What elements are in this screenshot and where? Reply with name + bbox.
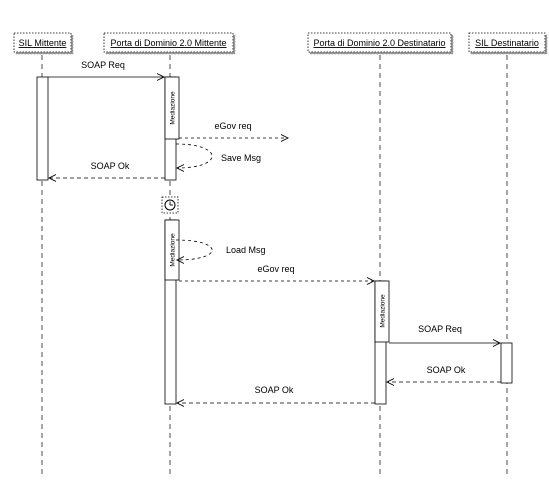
message-label-save-msg: Save Msg [221, 153, 261, 163]
message-label-soap-ok-1: SOAP Ok [91, 161, 130, 171]
message-load-msg: Load Msg [176, 239, 266, 260]
participant-label-pdd-mittente: Porta di Dominio 2.0 Mittente [110, 38, 226, 48]
message-label-soap-ok-3: SOAP Ok [255, 385, 294, 395]
message-save-msg: Save Msg [176, 143, 261, 168]
message-soap-ok-2: SOAP Ok [387, 365, 501, 382]
message-label-soap-req-1: SOAP Req [81, 60, 125, 70]
participant-label-sil-mittente: SIL Mittente [19, 38, 67, 48]
message-label-egov-req-2: eGov req [257, 264, 294, 274]
participant-sil-destinatario: SIL Destinatario [468, 32, 546, 53]
message-soap-ok-3: SOAP Ok [177, 385, 375, 403]
activation-mediazione-3 [374, 280, 390, 343]
mediazione-label-2: Mediazione [170, 233, 177, 267]
activation-sil-destinatario [500, 342, 513, 384]
clock-icon [161, 196, 179, 214]
activation-sil-mittente [36, 76, 49, 181]
message-soap-req-2: SOAP Req [389, 324, 500, 343]
participant-sil-mittente: SIL Mittente [13, 32, 72, 53]
message-label-load-msg: Load Msg [226, 245, 266, 255]
mediazione-label-1: Mediazione [170, 91, 177, 125]
message-egov-req-2: eGov req [179, 264, 374, 281]
message-label-soap-ok-2: SOAP Ok [427, 365, 466, 375]
participant-label-sil-destinatario: SIL Destinatario [475, 38, 539, 48]
message-soap-req-1: SOAP Req [48, 60, 164, 77]
participant-pdd-destinatario: Porta di Dominio 2.0 Destinatario [307, 32, 452, 53]
message-egov-req-1: eGov req [179, 121, 288, 138]
participant-pdd-mittente: Porta di Dominio 2.0 Mittente [103, 32, 234, 53]
activation-mediazione-1 [164, 76, 180, 140]
message-soap-ok-1: SOAP Ok [49, 161, 165, 178]
mediazione-label-3: Mediazione [380, 294, 387, 328]
message-label-egov-req-1: eGov req [214, 121, 251, 131]
activation-mediazione-2 [164, 219, 180, 281]
participant-label-pdd-destinatario: Porta di Dominio 2.0 Destinatario [313, 38, 445, 48]
message-label-soap-req-2: SOAP Req [418, 324, 462, 334]
